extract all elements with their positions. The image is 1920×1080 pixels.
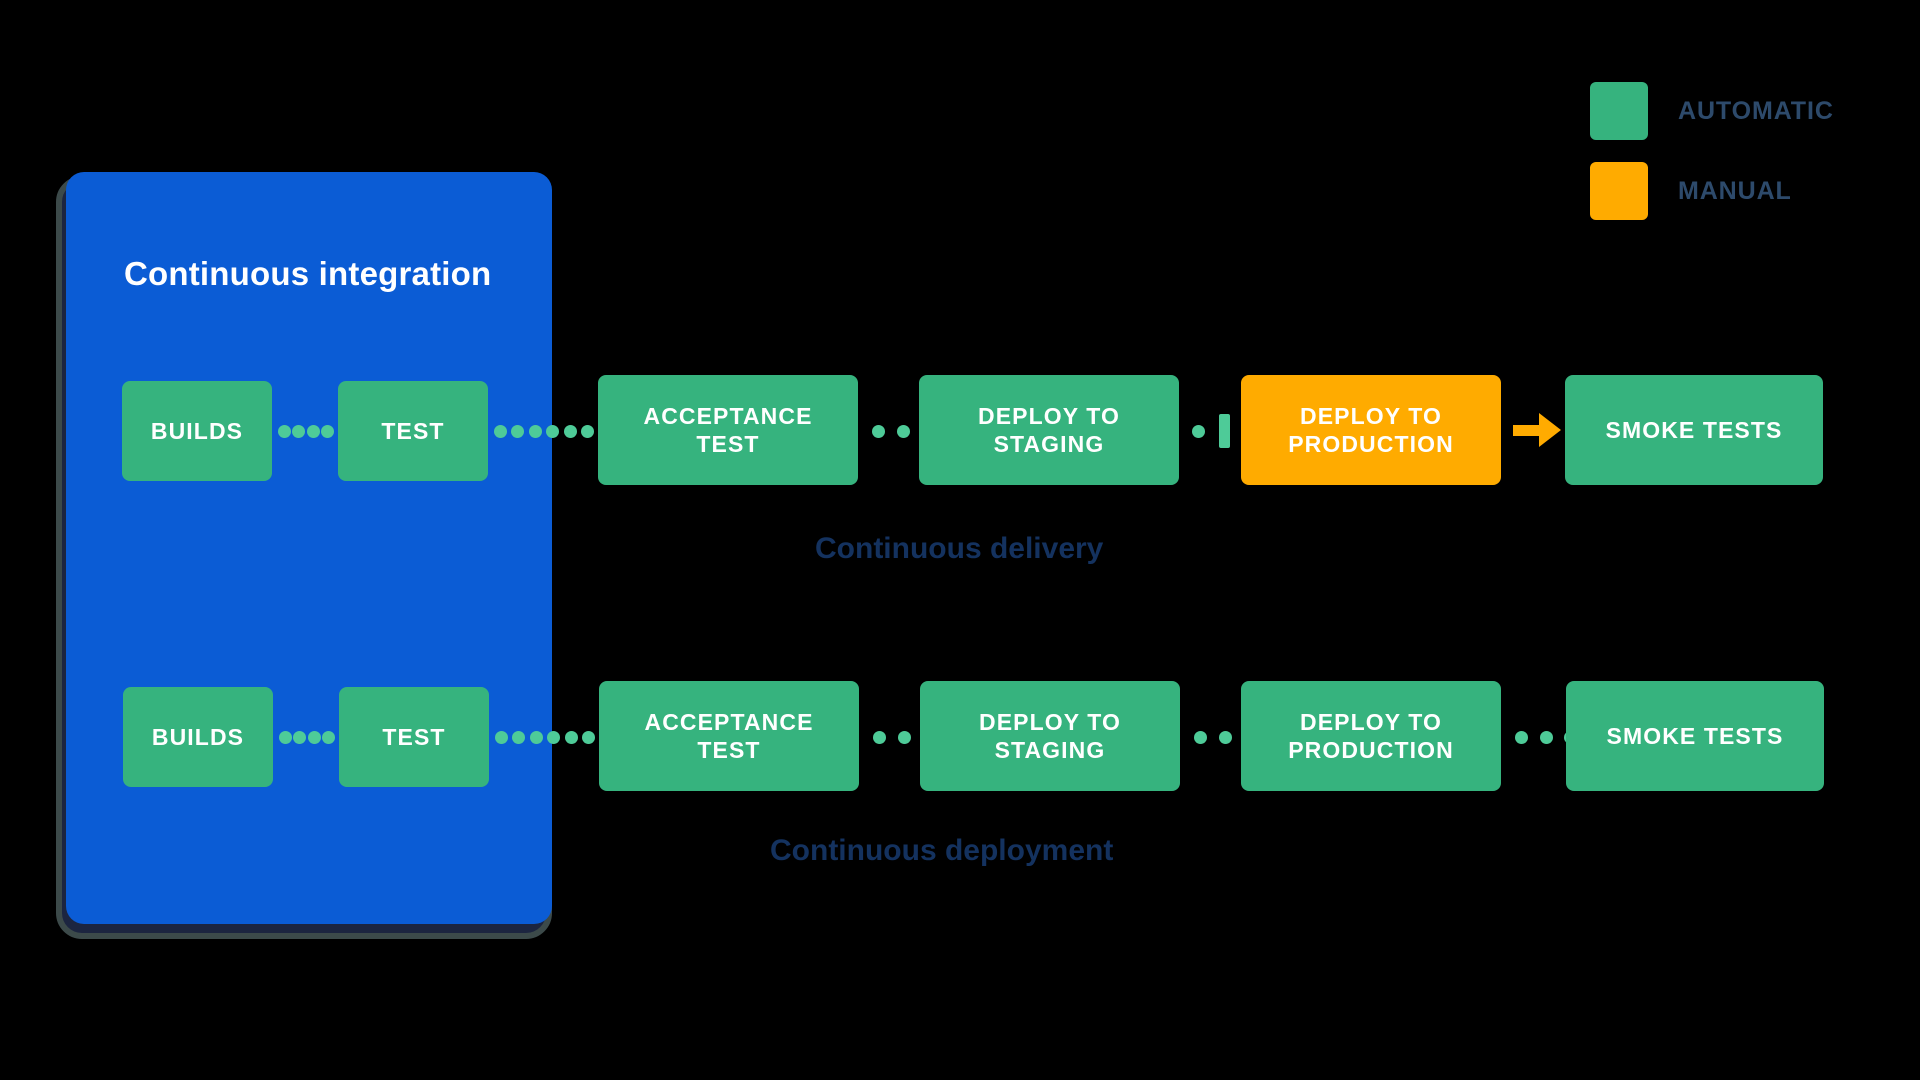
green-swatch-icon [1590,82,1648,140]
caption-continuous-deployment: Continuous deployment [770,834,1114,867]
connector-dot [279,730,292,744]
arrow-shaft [1513,424,1539,436]
connector-dot [307,730,321,744]
connector-builds-test-delivery [278,424,334,438]
connector-dot [1539,730,1553,744]
stage-test-delivery[interactable]: TEST [338,381,488,481]
connector-dot [512,730,526,744]
legend-item-manual: MANUAL [1590,162,1910,220]
arrow-production-smoke-icon [1513,413,1561,447]
connector-dot-clipped [1219,414,1230,448]
stage-label: TEST [381,417,445,444]
connector-dot [306,424,320,438]
stage-label: SMOKE TESTS [1605,416,1783,443]
stage-label: TEST [382,723,446,750]
connector-test-acceptance-deployment [495,730,595,744]
stage-label: ACCEPTANCE TEST [644,708,814,763]
stage-acceptance-test-delivery[interactable]: ACCEPTANCE TEST [598,375,858,485]
connector-dot [292,424,306,438]
stage-label: ACCEPTANCE TEST [643,402,813,457]
stage-builds-deployment[interactable]: BUILDS [123,687,273,787]
stage-deploy-production-deployment[interactable]: DEPLOY TO PRODUCTION [1241,681,1501,791]
arrow-head [1539,413,1561,447]
connector-dot [1194,730,1207,744]
stage-deploy-staging-deployment[interactable]: DEPLOY TO STAGING [920,681,1180,791]
connector-dot [1218,730,1232,744]
connector-dot [547,730,561,744]
stage-test-deployment[interactable]: TEST [339,687,489,787]
connector-dot [495,730,508,744]
connector-dot [321,730,335,744]
stage-label: DEPLOY TO STAGING [979,708,1121,763]
stage-acceptance-test-deployment[interactable]: ACCEPTANCE TEST [599,681,859,791]
stage-label: DEPLOY TO PRODUCTION [1288,402,1454,457]
connector-dot [293,730,307,744]
stage-label: SMOKE TESTS [1606,722,1784,749]
connector-dot [546,424,560,438]
connector-dot [1192,424,1205,438]
stage-smoke-tests-delivery[interactable]: SMOKE TESTS [1565,375,1823,485]
legend-item-automatic-label: AUTOMATIC [1678,96,1834,125]
stage-builds-delivery[interactable]: BUILDS [122,381,272,481]
connector-dot [1515,730,1528,744]
continuous-integration-panel [66,172,552,924]
connector-dot [580,424,594,438]
connector-builds-test-deployment [279,730,335,744]
caption-continuous-delivery: Continuous delivery [815,532,1104,565]
connector-test-acceptance-delivery [494,424,594,438]
connector-dot [896,424,910,438]
connector-dot [581,730,595,744]
connector-dot [278,424,291,438]
connector-staging-production-delivery [1192,414,1230,448]
connector-dot [511,424,525,438]
stage-deploy-staging-delivery[interactable]: DEPLOY TO STAGING [919,375,1179,485]
legend-item-automatic: AUTOMATIC [1590,82,1910,140]
connector-dot [563,424,577,438]
stage-label: BUILDS [151,723,245,750]
connector-dot [494,424,507,438]
orange-swatch-icon [1590,162,1648,220]
ci-panel-title: Continuous integration [124,255,492,292]
connector-dot [873,730,886,744]
connector-dot [872,424,885,438]
stage-label: DEPLOY TO PRODUCTION [1288,708,1454,763]
connector-dot [320,424,334,438]
connector-dot [529,730,543,744]
stage-label: BUILDS [150,417,244,444]
stage-deploy-production-delivery[interactable]: DEPLOY TO PRODUCTION [1241,375,1501,485]
legend: AUTOMATIC MANUAL [1590,82,1910,242]
connector-dot [528,424,542,438]
stage-smoke-tests-deployment[interactable]: SMOKE TESTS [1566,681,1824,791]
stage-label: DEPLOY TO STAGING [978,402,1120,457]
connector-dot [897,730,911,744]
legend-item-manual-label: MANUAL [1678,176,1792,205]
connector-dot [564,730,578,744]
